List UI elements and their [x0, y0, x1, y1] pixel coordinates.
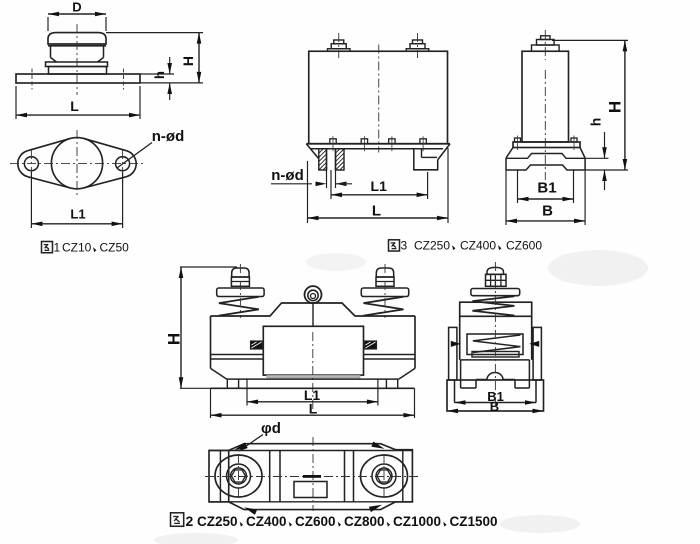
svg-text:CZ1500: CZ1500 — [450, 514, 498, 529]
svg-text:h: h — [588, 118, 604, 127]
svg-text:CZ50: CZ50 — [100, 241, 130, 255]
svg-text:φd: φd — [261, 420, 281, 437]
svg-text:3: 3 — [401, 239, 408, 253]
svg-text:CZ800: CZ800 — [344, 514, 385, 529]
svg-text:CZ400: CZ400 — [460, 239, 496, 253]
svg-text:CZ600: CZ600 — [506, 239, 542, 253]
svg-text:L1: L1 — [70, 207, 85, 222]
svg-text:CZ600: CZ600 — [295, 514, 336, 529]
svg-text:L: L — [309, 401, 318, 417]
svg-text:L: L — [372, 203, 381, 220]
svg-text:B1: B1 — [537, 180, 556, 197]
svg-text:B1: B1 — [487, 389, 504, 404]
svg-text:H: H — [180, 56, 196, 66]
svg-text:D: D — [72, 0, 81, 15]
svg-text:CZ250: CZ250 — [414, 239, 450, 253]
svg-text:h: h — [152, 71, 167, 79]
svg-text:H: H — [165, 333, 184, 345]
svg-text:L1: L1 — [304, 387, 321, 403]
svg-text:L1: L1 — [371, 178, 388, 194]
svg-text:CZ400: CZ400 — [246, 514, 287, 529]
svg-text:B: B — [542, 203, 553, 220]
svg-text:CZ250: CZ250 — [197, 514, 238, 529]
svg-text:B: B — [490, 399, 499, 414]
svg-text:H: H — [606, 101, 625, 113]
svg-text:n-ød: n-ød — [152, 128, 184, 145]
svg-text:CZ10: CZ10 — [62, 241, 92, 255]
svg-text:L: L — [70, 98, 79, 114]
svg-text:n-ød: n-ød — [271, 167, 303, 184]
svg-text:2: 2 — [186, 513, 194, 529]
svg-text:CZ1000: CZ1000 — [393, 514, 441, 529]
svg-text:1: 1 — [54, 241, 61, 255]
